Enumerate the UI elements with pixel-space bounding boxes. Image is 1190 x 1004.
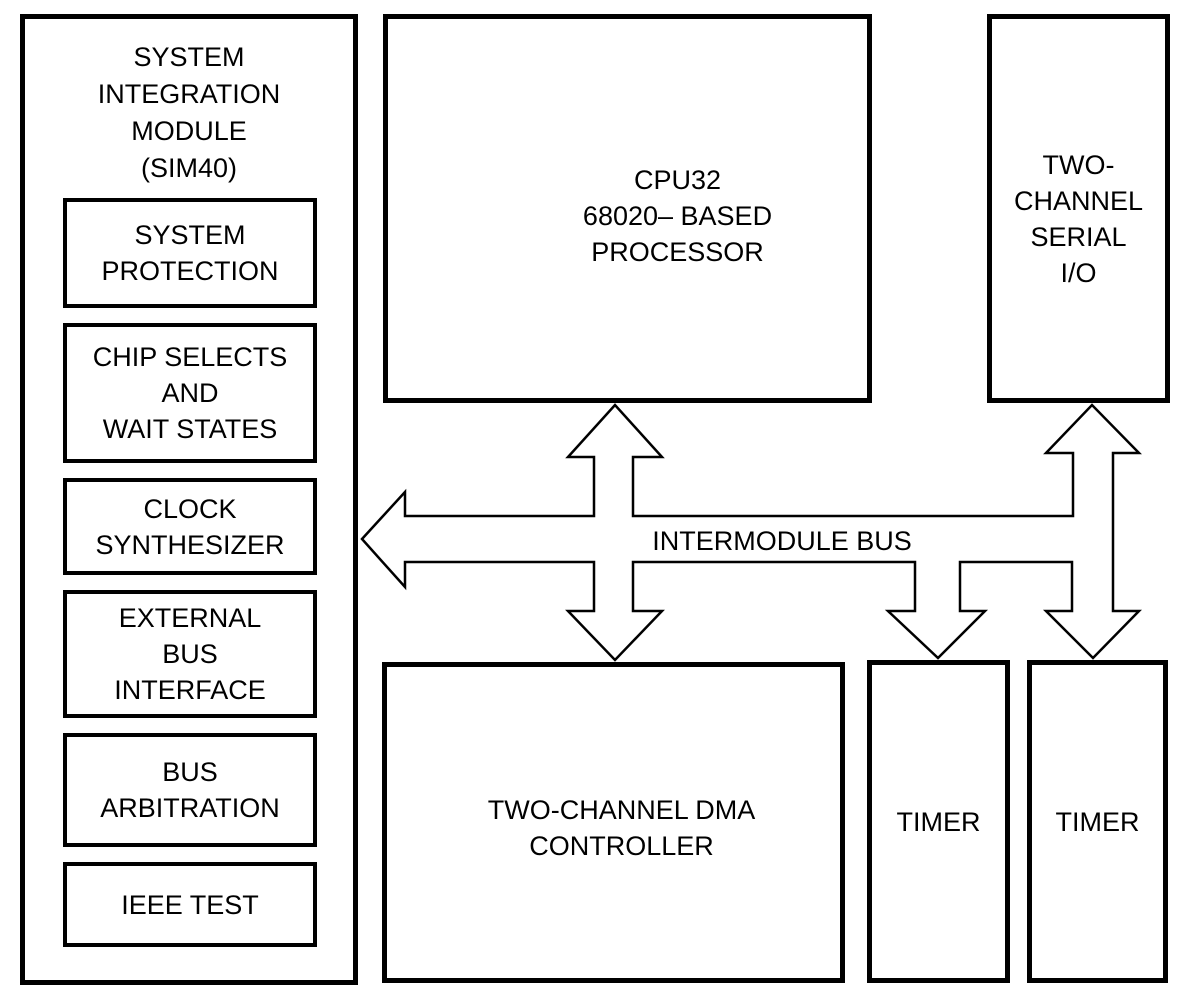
system-protection-label: SYSTEM PROTECTION	[101, 217, 278, 289]
cpu32-processor-label: CPU32 68020– BASED PROCESSOR	[583, 162, 772, 270]
two-channel-dma-controller-label: TWO-CHANNEL DMA CONTROLLER	[488, 792, 756, 864]
sim40-title-line: SYSTEM	[133, 42, 245, 72]
sim40-module-title: SYSTEM INTEGRATION MODULE (SIM40)	[20, 39, 358, 187]
clock-synthesizer-label: CLOCK SYNTHESIZER	[95, 491, 284, 563]
two-channel-serial-io-label: TWO- CHANNEL SERIAL I/O	[1014, 147, 1143, 291]
label-line: CONTROLLER	[529, 830, 714, 861]
ieee-test-label: IEEE TEST	[121, 887, 259, 923]
external-bus-interface-block: EXTERNAL BUS INTERFACE	[63, 590, 317, 718]
label-line: BUS	[162, 757, 218, 787]
label-line: CHANNEL	[1013, 185, 1144, 216]
two-channel-serial-io-block: TWO- CHANNEL SERIAL I/O	[987, 14, 1170, 403]
label-line: PROCESSOR	[591, 236, 764, 267]
label-line: 68020– BASED	[582, 200, 773, 231]
bus-arbitration-block: BUS ARBITRATION	[63, 733, 317, 847]
label-line: SERIAL	[1030, 221, 1127, 252]
label-line: BUS	[162, 639, 218, 669]
timer1-label: TIMER	[896, 806, 981, 837]
sim40-title-line: INTEGRATION	[97, 79, 281, 109]
external-bus-interface-label: EXTERNAL BUS INTERFACE	[114, 600, 266, 708]
intermodule-bus-label: INTERMODULE BUS	[652, 526, 912, 556]
label-line: SYNTHESIZER	[95, 529, 285, 560]
clock-synthesizer-block: CLOCK SYNTHESIZER	[63, 478, 317, 575]
label-line: AND	[161, 378, 219, 408]
label-line: TWO-CHANNEL DMA	[487, 794, 756, 825]
label-line: PROTECTION	[101, 256, 279, 286]
two-channel-dma-controller-block: TWO-CHANNEL DMA CONTROLLER	[382, 662, 845, 983]
label-line: TWO-	[1042, 149, 1115, 180]
system-protection-block: SYSTEM PROTECTION	[63, 198, 317, 308]
label-line: CHIP SELECTS	[92, 342, 288, 372]
label-line: I/O	[1060, 257, 1097, 288]
chip-selects-wait-states-label: CHIP SELECTS AND WAIT STATES	[93, 339, 288, 447]
label-line: SYSTEM	[134, 220, 246, 250]
label-line: EXTERNAL	[118, 603, 262, 633]
cpu32-processor-block: CPU32 68020– BASED PROCESSOR	[383, 14, 872, 403]
timer1-block: TIMER	[867, 660, 1010, 983]
bus-arbitration-label: BUS ARBITRATION	[100, 754, 280, 826]
sim40-title-line: MODULE	[131, 116, 247, 146]
label-line: CPU32	[633, 164, 722, 195]
chip-selects-wait-states-block: CHIP SELECTS AND WAIT STATES	[63, 323, 317, 463]
label-line: IEEE TEST	[121, 889, 259, 920]
label-line: INTERFACE	[114, 675, 266, 705]
label-line: ARBITRATION	[100, 793, 280, 823]
label-line: CLOCK	[143, 493, 237, 524]
label-line: WAIT STATES	[102, 414, 278, 444]
timer2-block: TIMER	[1027, 660, 1168, 983]
sim40-title-line: (SIM40)	[140, 153, 238, 183]
timer2-label: TIMER	[1055, 806, 1140, 837]
ieee-test-block: IEEE TEST	[63, 862, 317, 947]
